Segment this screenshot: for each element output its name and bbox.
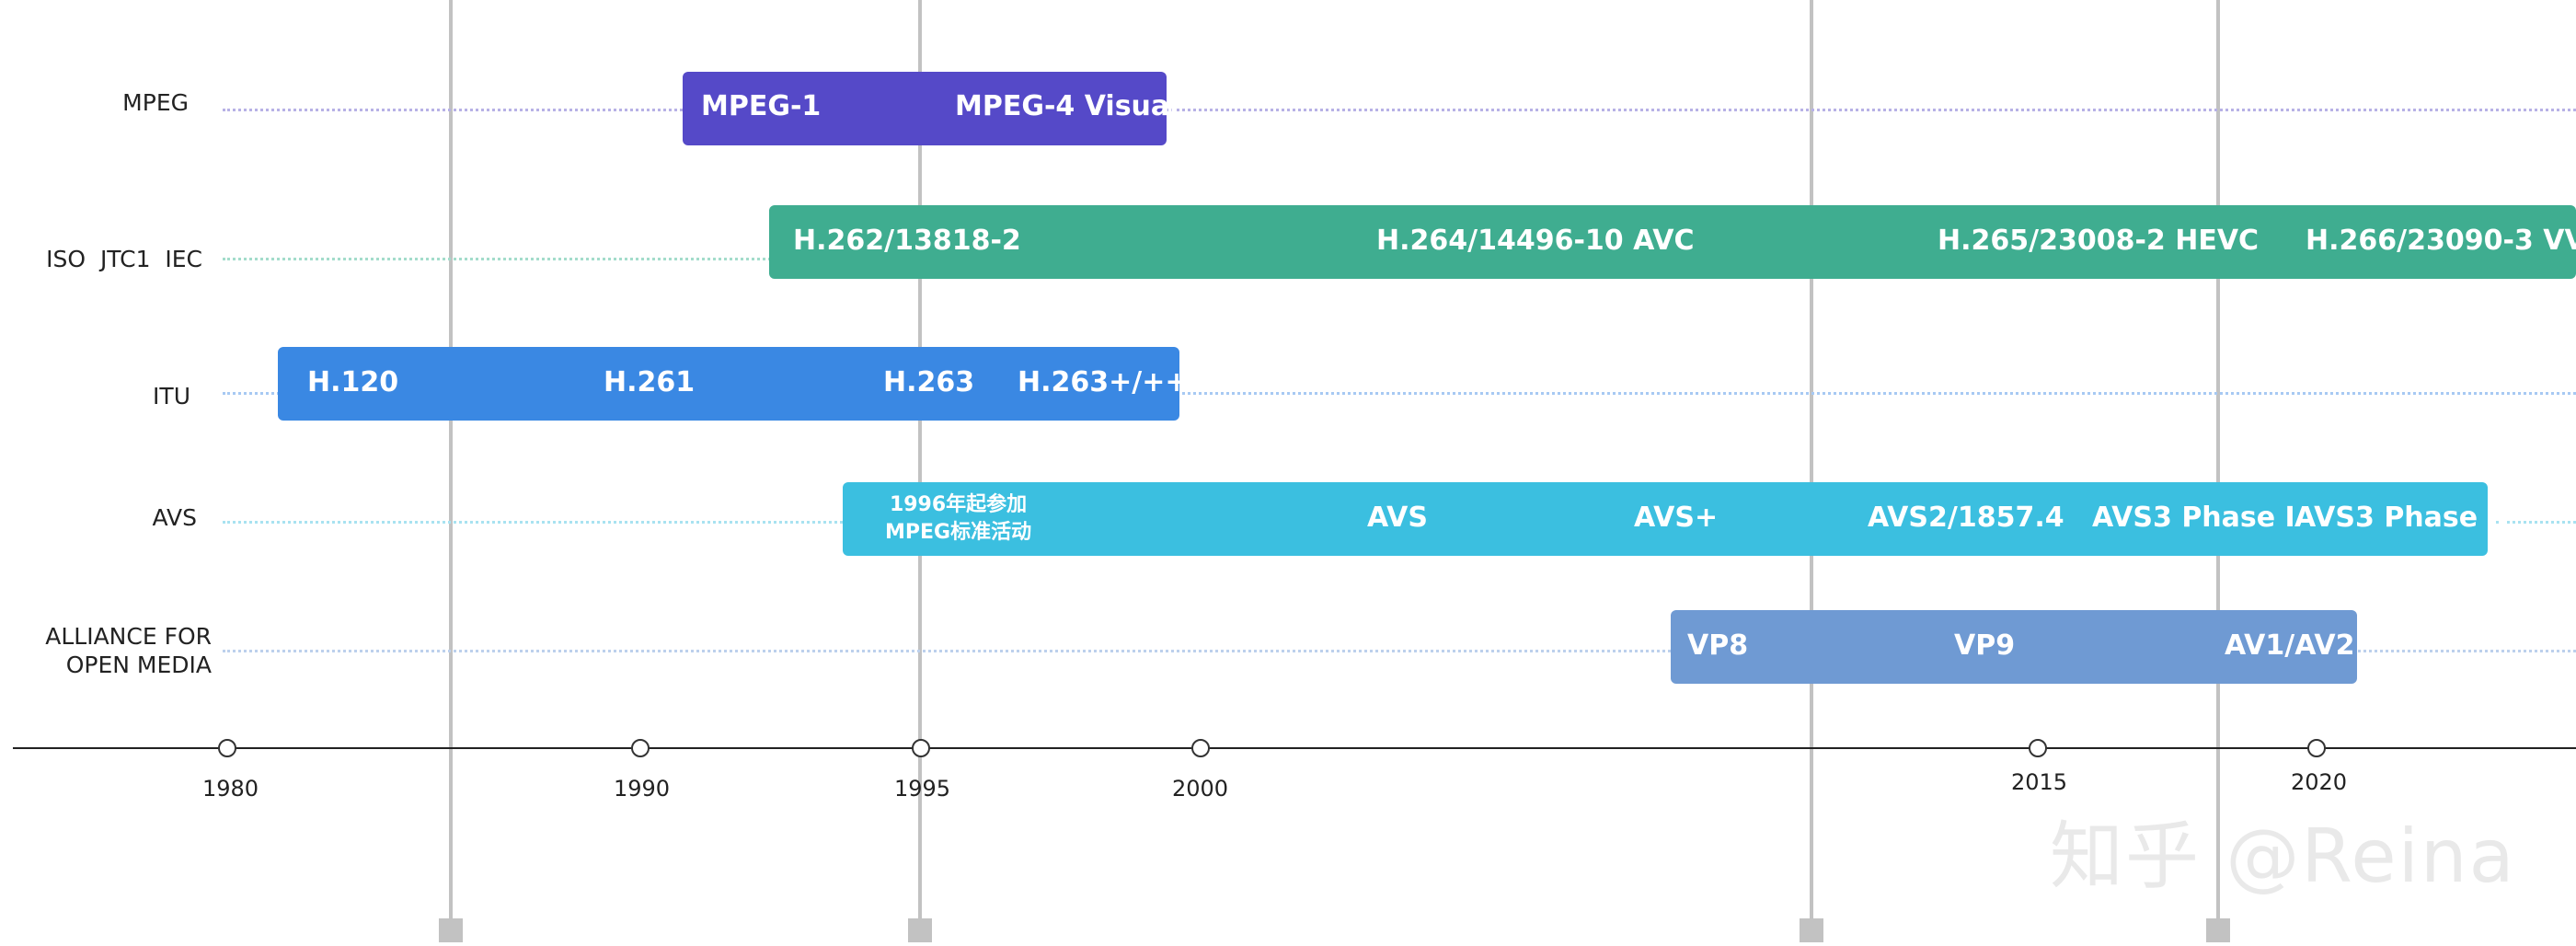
vertical-line-1 (449, 0, 453, 920)
row-guide-mpeg (223, 109, 2576, 111)
bar-avs-label: 1996年起参加 MPEG标准活动 (885, 493, 1032, 544)
bar-iso-label: H.266/23090-3 VVC (2306, 225, 2576, 257)
bar-itu-label: H.263 (883, 366, 975, 398)
axis-label-1995: 1995 (894, 776, 951, 802)
axis-tick-2015 (2029, 739, 2047, 757)
bar-itu-label: H.263+/++ (1018, 366, 1189, 398)
bar-avs[interactable] (843, 482, 2488, 556)
bar-avs-label: AVS (1367, 502, 1429, 534)
row-label-itu: ITU (153, 383, 190, 410)
vertical-line-2 (918, 0, 922, 920)
bar-iso-label: H.265/23008-2 HEVC (1938, 225, 2260, 257)
axis-tick-1995 (912, 739, 930, 757)
bar-mpeg-label: MPEG-1 (701, 90, 822, 122)
row-guide-itu (223, 392, 2576, 395)
axis-tick-2000 (1191, 739, 1210, 757)
axis-label-2020: 2020 (2291, 769, 2348, 795)
bar-aom-label: VP8 (1687, 629, 1749, 662)
row-guide-aom (223, 650, 2576, 652)
vertical-line-3 (1810, 0, 1813, 920)
bar-avs-label: AVS2/1857.4 (1868, 502, 2064, 534)
axis-tick-2020 (2307, 739, 2326, 757)
axis-tick-1980 (218, 739, 236, 757)
bar-itu-label: H.261 (604, 366, 696, 398)
bar-iso-label: H.262/13818-2 (793, 225, 1021, 257)
bar-avs-label: AVS3 Phase I (2092, 502, 2295, 534)
bar-aom-label: VP9 (1954, 629, 2016, 662)
vertical-line-4-handle[interactable] (2206, 918, 2230, 942)
row-label-iso-jtc1-iec: ISO JTC1 IEC (46, 246, 202, 272)
bar-iso-jtc1-iec[interactable] (769, 205, 2576, 279)
bar-itu-label: H.120 (307, 366, 399, 398)
bar-avs-label: AVS3 Phase II (2294, 502, 2508, 534)
watermark: 知乎 @Reina (2050, 813, 2516, 899)
vertical-line-4 (2216, 0, 2220, 920)
row-label-mpeg: MPEG (122, 89, 189, 116)
bar-mpeg[interactable] (683, 72, 1167, 145)
bar-aom-label: AV1/AV2 (2225, 629, 2355, 662)
time-axis (13, 747, 2576, 749)
bar-itu[interactable] (278, 347, 1179, 421)
axis-label-1990: 1990 (614, 776, 671, 802)
axis-label-2015: 2015 (2011, 769, 2068, 795)
vertical-line-3-handle[interactable] (1800, 918, 1823, 942)
axis-tick-1990 (631, 739, 650, 757)
row-label-avs: AVS (152, 504, 197, 531)
bar-mpeg-label: MPEG-4 Visual (955, 90, 1179, 122)
row-label-aom: ALLIANCE FOR OPEN MEDIA (45, 623, 212, 678)
vertical-line-1-handle[interactable] (439, 918, 463, 942)
axis-label-1980: 1980 (202, 776, 259, 802)
bar-iso-label: H.264/14496-10 AVC (1376, 225, 1695, 257)
axis-label-2000: 2000 (1172, 776, 1229, 802)
bar-avs-label: AVS+ (1634, 502, 1719, 534)
bar-aom[interactable] (1671, 610, 2357, 684)
vertical-line-2-handle[interactable] (908, 918, 932, 942)
